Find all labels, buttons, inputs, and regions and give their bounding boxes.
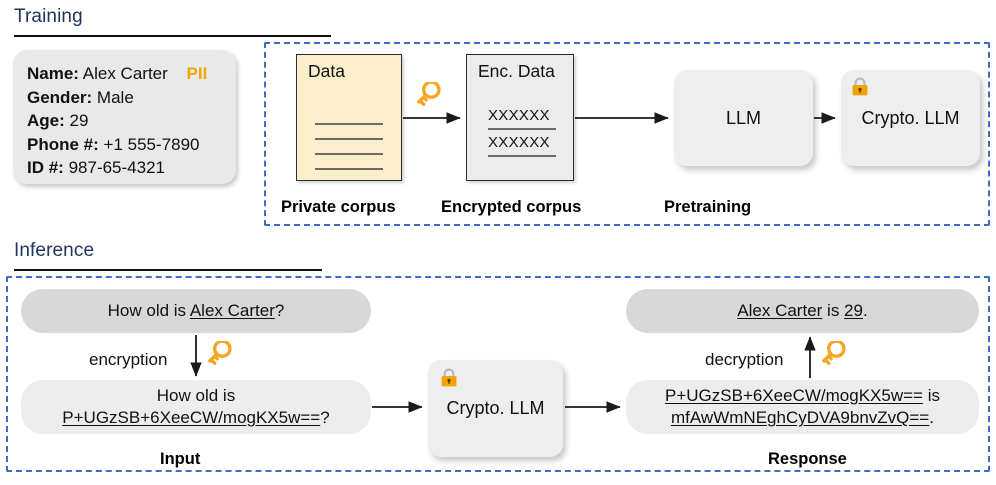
enc-x-row-2: XXXXXX [488, 134, 550, 151]
pii-id-value: 987-65-4321 [68, 158, 165, 177]
data-line-3 [315, 153, 383, 155]
response-cipher-middle: is [922, 386, 940, 405]
training-panel [264, 42, 990, 226]
crypto-llm-box-inference: Crypto. LLM [428, 360, 563, 457]
response-plain-text: Alex Carter is 29. [737, 300, 867, 322]
caption-pretraining: Pretraining [664, 198, 752, 216]
input-plain-prefix: How old is [107, 301, 190, 320]
private-corpus-document: Data [296, 54, 402, 181]
lock-icon [851, 77, 869, 97]
caption-response: Response [768, 450, 847, 468]
input-cipher-text: P+UGzSB+6XeeCW/mogKX5w== [62, 408, 321, 427]
input-plain-text: How old is Alex Carter? [108, 300, 285, 322]
response-plain-value: 29 [844, 301, 863, 320]
pii-gender-label: Gender: [27, 87, 93, 107]
enc-x-row-1: XXXXXX [488, 107, 550, 124]
pii-badge: PII [186, 64, 208, 83]
crypto-llm-training-label: Crypto. LLM [861, 107, 960, 128]
crypto-llm-box-training: Crypto. LLM [841, 70, 980, 166]
response-cipher-answer: mfAwWmNEghCyDVA9bnvZvQ== [671, 408, 930, 427]
key-icon [204, 341, 234, 370]
input-encrypted-suffix: ? [320, 408, 330, 427]
pii-name-label: Name: [27, 64, 79, 83]
pii-phone-label: Phone #: [27, 134, 99, 154]
enc-line-1 [488, 128, 556, 130]
input-encrypted-bubble: How old is P+UGzSB+6XeeCW/mogKX5w==? [21, 380, 371, 434]
response-cipher-suffix: . [929, 408, 934, 427]
input-encrypted-line2: P+UGzSB+6XeeCW/mogKX5w==? [62, 407, 329, 429]
key-icon [818, 341, 848, 370]
enc-box-title: Enc. Data [478, 61, 555, 81]
caption-input: Input [160, 450, 201, 468]
pii-phone-value: +1 555-7890 [103, 134, 200, 154]
response-cipher-line1: P+UGzSB+6XeeCW/mogKX5w== is [665, 385, 940, 407]
pii-row-gender: Gender: Male [27, 86, 222, 110]
pii-age-label: Age: [27, 111, 65, 130]
input-encrypted-line1: How old is [156, 386, 236, 405]
encryption-label: encryption [89, 350, 168, 369]
inference-section-title: Inference [14, 240, 95, 261]
enc-line-2 [488, 155, 556, 157]
pii-age-value: 29 [69, 111, 89, 130]
lock-icon [440, 368, 458, 388]
inference-title-rule [14, 269, 322, 271]
response-plain-bubble: Alex Carter is 29. [626, 289, 979, 333]
training-section-title: Training [14, 6, 83, 27]
pii-name-value: Alex Carter [82, 64, 168, 83]
caption-encrypted-corpus: Encrypted corpus [441, 198, 582, 216]
pii-row-name: Name: Alex Carter PII [27, 62, 222, 86]
data-box-title: Data [308, 61, 345, 81]
pii-row-age: Age: 29 [27, 109, 222, 133]
pii-gender-value: Male [96, 87, 134, 107]
response-cipher-bubble: P+UGzSB+6XeeCW/mogKX5w== is mfAwWmNEghCy… [626, 380, 979, 434]
pii-row-phone: Phone #: +1 555-7890 [27, 133, 222, 157]
input-plain-name: Alex Carter [189, 301, 275, 320]
response-plain-name: Alex Carter [737, 301, 823, 320]
input-plain-suffix: ? [274, 301, 285, 320]
input-plain-bubble: How old is Alex Carter? [21, 289, 371, 333]
llm-box-label: LLM [725, 107, 761, 128]
llm-box: LLM [674, 70, 813, 166]
pii-row-id: ID #: 987-65-4321 [27, 156, 222, 180]
data-line-4 [315, 168, 383, 170]
crypto-llm-inference-label: Crypto. LLM [446, 398, 545, 418]
inference-panel [6, 276, 990, 472]
response-cipher-line2: mfAwWmNEghCyDVA9bnvZvQ==. [671, 407, 934, 429]
encrypted-corpus-document: Enc. Data XXXXXX XXXXXX [466, 54, 574, 181]
response-plain-middle: is [822, 301, 845, 320]
decryption-label: decryption [705, 350, 784, 369]
data-line-1 [315, 123, 383, 125]
pii-id-label: ID #: [27, 158, 64, 177]
training-title-rule [14, 35, 331, 37]
response-plain-suffix: . [862, 301, 868, 320]
caption-private-corpus: Private corpus [281, 198, 396, 216]
key-icon [413, 82, 443, 111]
data-line-2 [315, 138, 383, 140]
pii-card: Name: Alex Carter PII Gender: Male Age: … [13, 50, 236, 184]
response-cipher-question: P+UGzSB+6XeeCW/mogKX5w== [665, 386, 923, 405]
